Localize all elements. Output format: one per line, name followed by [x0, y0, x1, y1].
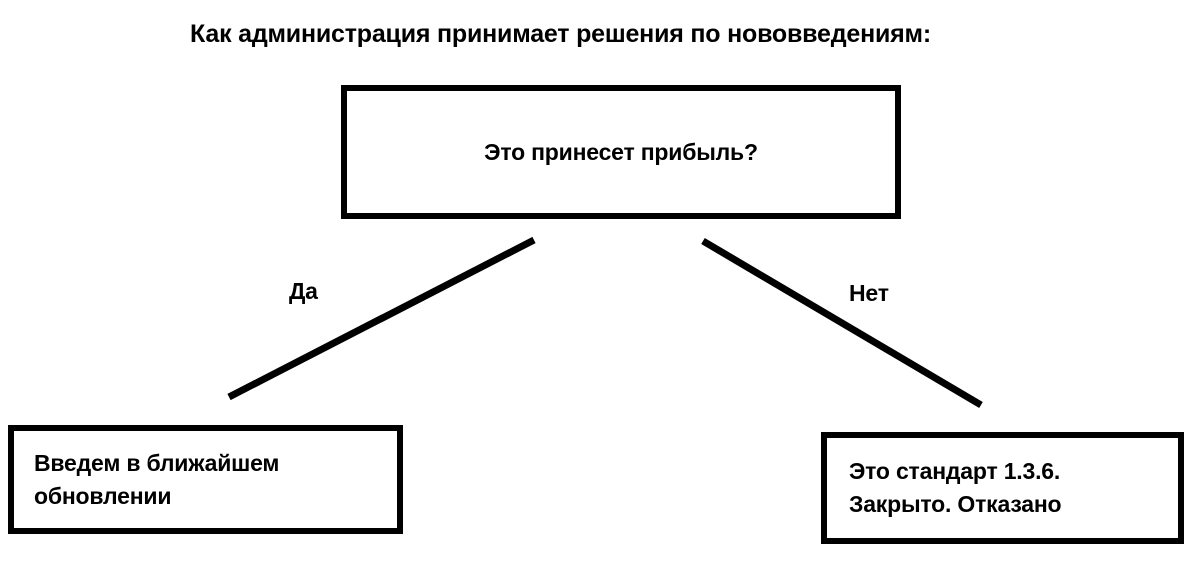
outcome-approved-line-1: Введем в ближайшем: [34, 449, 280, 476]
outcome-approved-line-2: обновлении: [34, 482, 172, 509]
decision-node: Это принесет прибыль?: [341, 85, 901, 219]
outcome-node-rejected: Это стандарт 1.3.6. Закрыто. Отказано: [821, 432, 1184, 544]
edge-label-yes: Да: [289, 278, 318, 304]
outcome-node-approved-label: Введем в ближайшем обновлении: [14, 447, 287, 512]
edge-no-line: [701, 237, 983, 409]
page-title: Как администрация принимает решения по н…: [190, 20, 931, 48]
decision-node-label: Это принесет прибыль?: [484, 138, 758, 165]
edge-label-no: Нет: [849, 280, 889, 306]
outcome-node-approved: Введем в ближайшем обновлении: [8, 425, 403, 534]
outcome-node-rejected-label: Это стандарт 1.3.6. Закрыто. Отказано: [827, 455, 1069, 520]
edge-yes-line: [227, 236, 536, 401]
outcome-rejected-line-1: Это стандарт 1.3.6.: [849, 458, 1061, 485]
outcome-rejected-line-2: Закрыто. Отказано: [849, 491, 1062, 517]
